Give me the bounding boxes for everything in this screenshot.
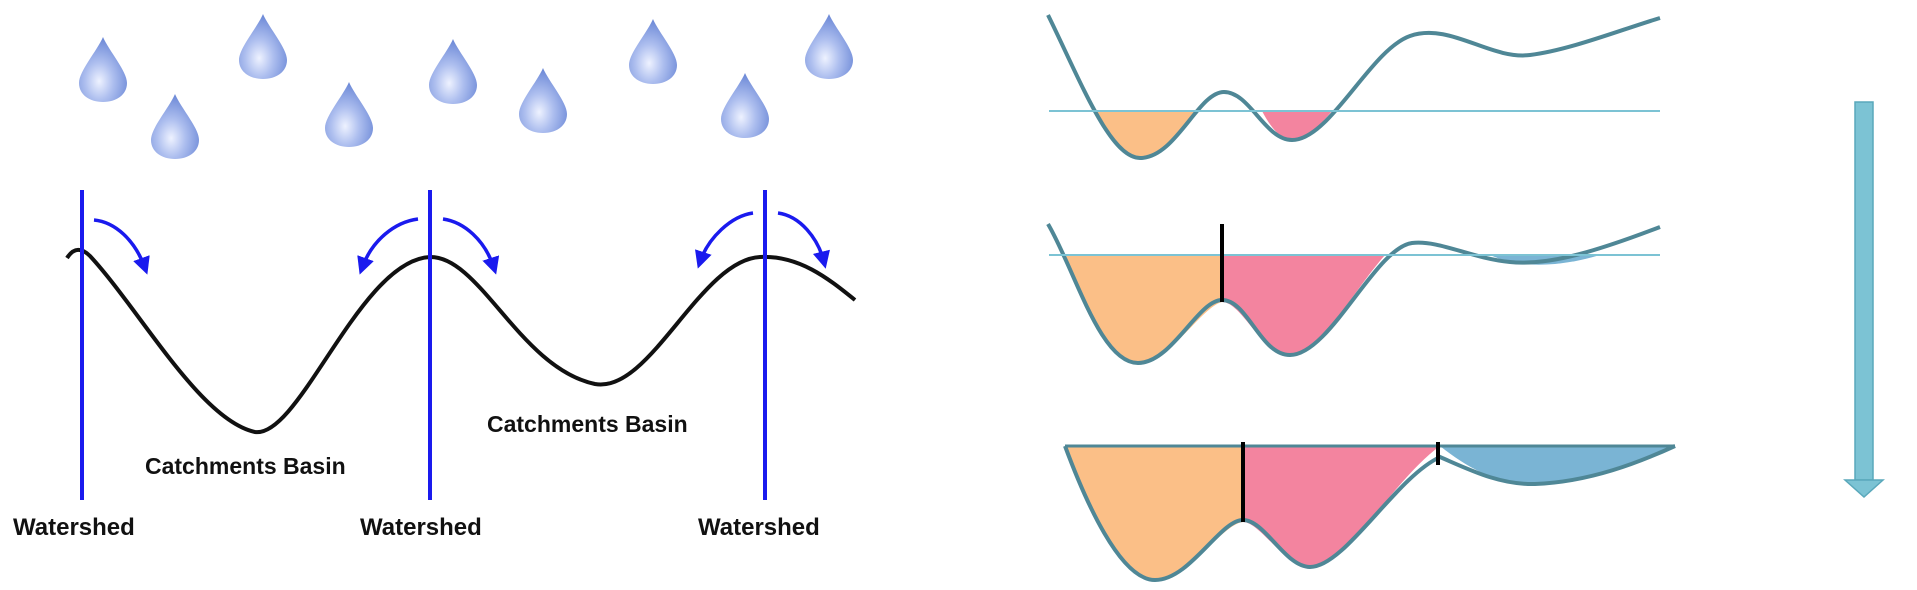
basin-fill-blue (1440, 446, 1675, 485)
flow-arrow-icon (442, 217, 500, 275)
raindrops (79, 14, 853, 159)
flooding-stage-2 (1046, 222, 1661, 366)
right-diagram (1046, 14, 1885, 583)
left-diagram: Catchments Basin Catchments Basin Waters… (13, 14, 857, 541)
raindrop-icon (239, 14, 287, 79)
flow-arrow-icon (357, 217, 419, 275)
basin-fill-pink (1243, 446, 1440, 567)
basin-fill-orange (1065, 446, 1243, 580)
flow-arrows (93, 211, 830, 275)
watershed-label: Watershed (13, 514, 135, 541)
catchment-basin-label: Catchments Basin (145, 453, 346, 479)
watershed-label: Watershed (698, 514, 820, 541)
raindrop-icon (79, 37, 127, 102)
watershed-label: Watershed (360, 514, 482, 541)
terrain-outline (1046, 14, 1661, 161)
terrain-outline (1046, 222, 1661, 366)
raindrop-icon (151, 94, 199, 159)
raindrop-icon (429, 39, 477, 104)
raindrop-icon (721, 73, 769, 138)
basin-fill-pink (1262, 111, 1332, 140)
flooding-stage-3 (1063, 442, 1676, 583)
flooding-stage-1 (1046, 14, 1661, 161)
terrain-outline (1063, 444, 1676, 583)
flow-arrow-icon (777, 211, 830, 269)
raindrop-icon (805, 14, 853, 79)
terrain-curve (65, 247, 857, 435)
flow-arrow-icon (695, 211, 754, 269)
flow-arrow-icon (93, 218, 150, 275)
down-arrow-icon (1843, 101, 1885, 499)
raindrop-icon (629, 19, 677, 84)
raindrop-icon (519, 68, 567, 133)
raindrop-icon (325, 82, 373, 147)
basin-fill-pink (1222, 255, 1385, 355)
catchment-basin-label: Catchments Basin (487, 411, 688, 437)
